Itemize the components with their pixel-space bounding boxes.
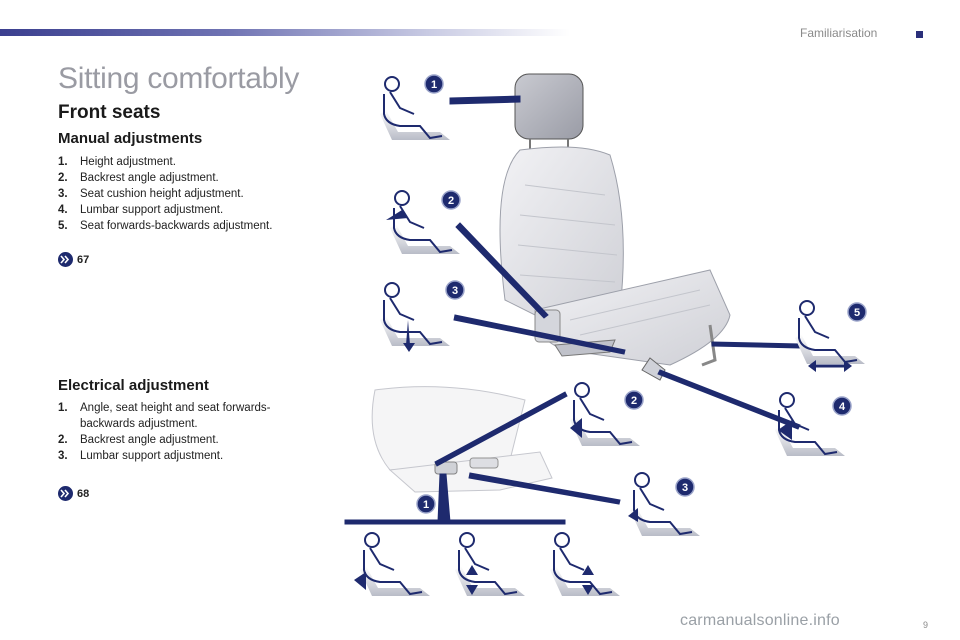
manual-list: 1.Height adjustment. 2.Backrest angle ad… (58, 154, 290, 234)
svg-text:1: 1 (431, 79, 437, 91)
manual-backrest-icon (386, 190, 461, 255)
svg-text:5: 5 (854, 307, 860, 319)
page-reference-number: 67 (77, 253, 90, 266)
number-badge: 5 (847, 302, 867, 322)
manual-heading: Manual adjustments (58, 130, 203, 147)
page-reference-link[interactable]: 68 (58, 486, 89, 501)
list-item: 3.Seat cushion height adjustment. (58, 188, 244, 200)
electrical-heading: Electrical adjustment (58, 377, 209, 394)
list-item: 3.Lumbar support adjustment. (58, 450, 224, 462)
number-badge: 3 (445, 280, 465, 300)
list-item: 2.Backrest angle adjustment. (58, 172, 219, 184)
number-badge: 4 (832, 396, 852, 416)
page-title: Sitting comfortably (58, 62, 300, 95)
number-badge: 2 (624, 390, 644, 410)
manual-lumbar-icon (774, 392, 846, 457)
manual-forward-icon (794, 300, 866, 372)
watermark: carmanualsonline.info (680, 612, 840, 629)
manual-cushion-icon (379, 282, 451, 352)
svg-text:1: 1 (423, 499, 429, 511)
svg-text:2: 2 (631, 395, 637, 407)
list-item: 2.Backrest angle adjustment. (58, 434, 219, 446)
electric-lumbar-icon (628, 472, 701, 537)
electric-height-icon (454, 532, 526, 597)
list-item: 4.Lumbar support adjustment. (58, 204, 224, 216)
number-badge: 1 (424, 74, 444, 94)
number-badge: 3 (675, 477, 695, 497)
page-link-icon (58, 486, 73, 501)
section-label: Familiarisation (800, 26, 878, 40)
number-badge: 2 (441, 190, 461, 210)
electric-angle-icon (354, 532, 431, 597)
header-bar (0, 29, 570, 36)
pointer-lines (344, 95, 801, 525)
seat-drawing (499, 146, 731, 381)
svg-text:3: 3 (682, 482, 688, 494)
electrical-list: 1.Angle, seat height and seat forwards-b… (58, 400, 290, 464)
svg-text:2: 2 (448, 195, 454, 207)
subtitle: Front seats (58, 102, 161, 123)
number-badge: 1 (416, 494, 436, 514)
page-number: 9 (922, 620, 928, 630)
electric-backrest-icon (569, 382, 641, 447)
electric-seat-drawing (371, 386, 553, 493)
list-item: 1.Angle, seat height and seat forwards-b… (58, 402, 271, 430)
electric-forward-icon (549, 532, 621, 597)
page-reference-link[interactable]: 67 (58, 252, 89, 267)
list-item: 5.Seat forwards-backwards adjustment. (58, 220, 273, 232)
svg-text:4: 4 (839, 401, 846, 413)
section-marker (916, 31, 923, 38)
headrest (514, 73, 584, 150)
page-link-icon (58, 252, 73, 267)
page-reference-number: 68 (77, 487, 90, 500)
list-item: 1.Height adjustment. (58, 156, 176, 168)
svg-text:3: 3 (452, 285, 458, 297)
seat-adjustment-illustration: 1 2 3 4 5 1 2 3 (344, 73, 867, 597)
